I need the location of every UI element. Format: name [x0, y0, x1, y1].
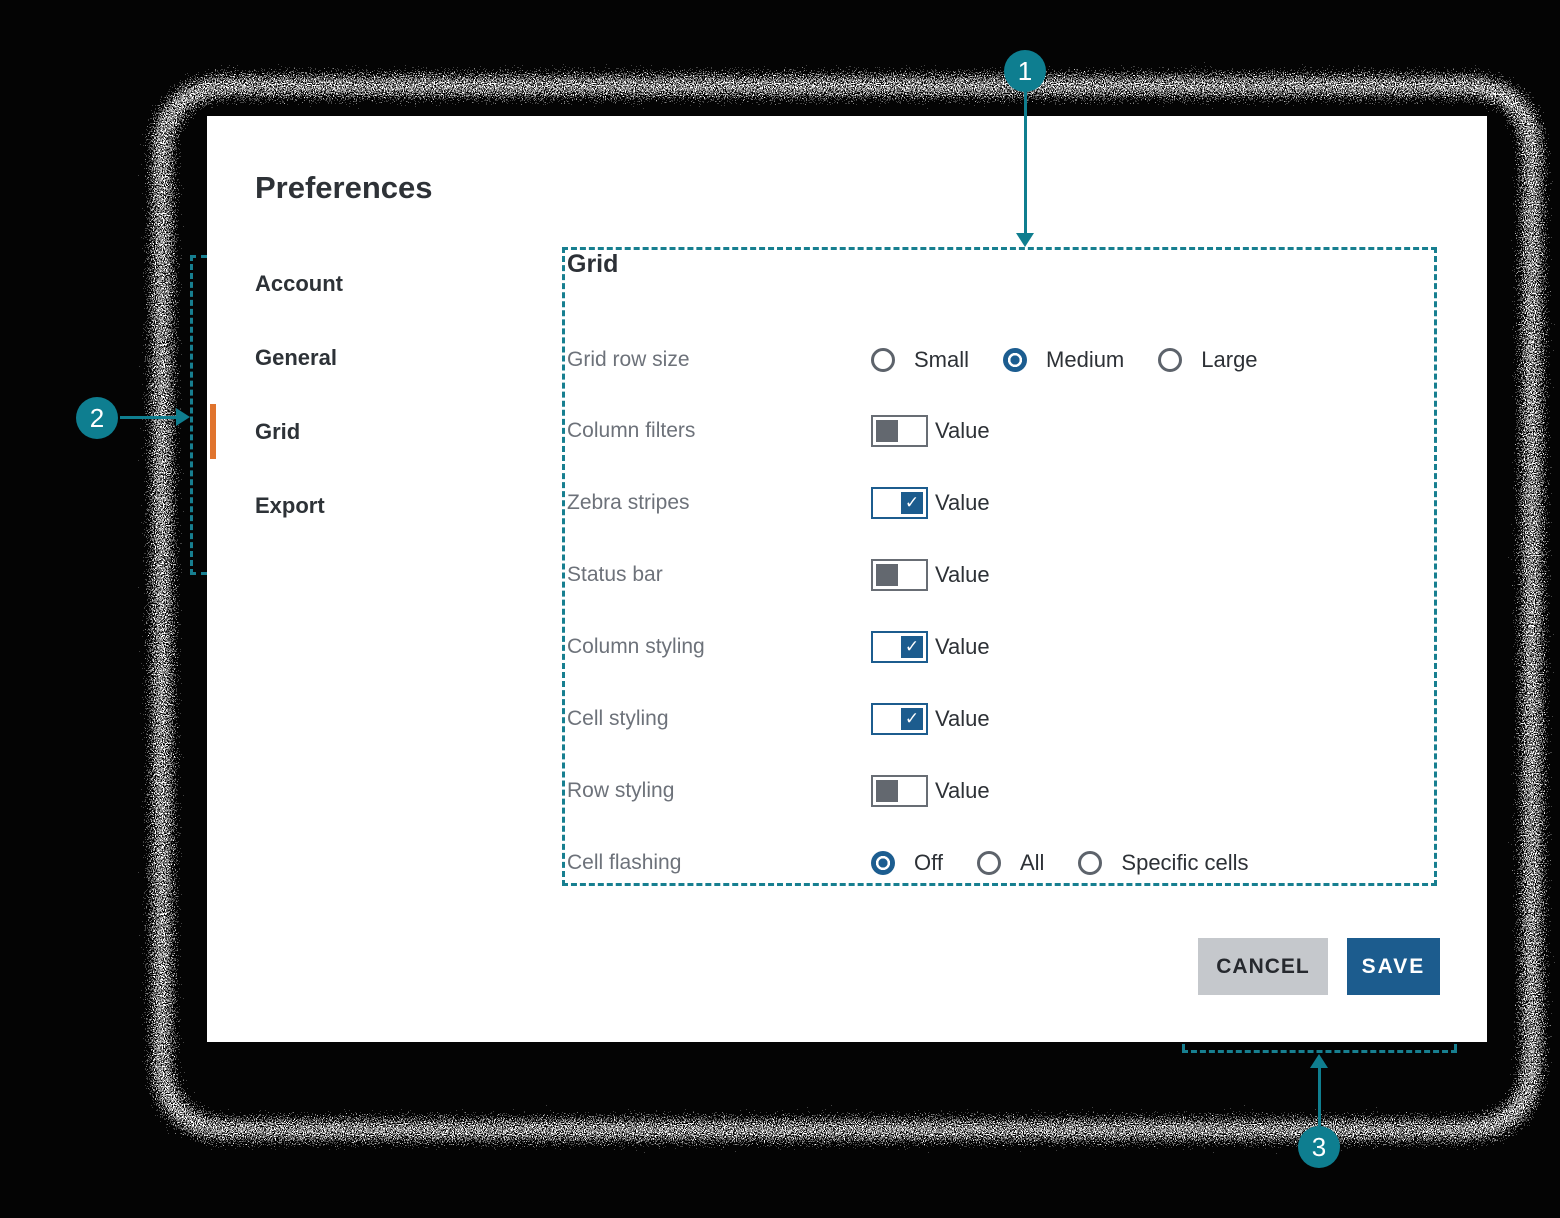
toggle-switch-off[interactable] [871, 559, 928, 591]
cancel-button[interactable]: CANCEL [1198, 938, 1328, 995]
radio-option-label: Specific cells [1121, 850, 1249, 875]
radio-option-all[interactable]: All [976, 850, 1045, 876]
toggle-knob [876, 780, 898, 802]
setting-control: Value [871, 559, 990, 591]
page-title: Preferences [255, 170, 433, 205]
setting-label: Grid row size [567, 348, 690, 371]
toggle-switch-off[interactable] [871, 415, 928, 447]
sidebar-item-export[interactable]: Export [255, 493, 325, 518]
toggle-value-label: Value [935, 562, 990, 587]
setting-control: Value [871, 775, 990, 807]
setting-label: Row styling [567, 779, 675, 802]
active-item-indicator [210, 404, 216, 459]
toggle-switch-on[interactable]: ✓ [871, 631, 928, 663]
setting-control: ✓ Value [871, 703, 990, 735]
annotation-arrowhead-3 [1310, 1054, 1328, 1068]
sidebar-item-grid[interactable]: Grid [255, 419, 301, 444]
footer-annotation-bracket [1182, 1044, 1457, 1053]
setting-label: Column filters [567, 419, 696, 442]
annotation-line-3 [1318, 1068, 1321, 1126]
annotation-marker-2: 2 [76, 397, 118, 439]
radio-option-off[interactable]: Off [871, 850, 943, 876]
annotation-line-2 [120, 416, 176, 419]
radio-selected-icon[interactable] [871, 851, 895, 875]
setting-control: Off All Specific cells [871, 850, 1283, 876]
setting-row-column-filters: Column filters Value [567, 414, 1427, 448]
radio-option-small[interactable]: Small [871, 347, 969, 373]
toggle-value-label: Value [935, 418, 990, 443]
setting-label: Column styling [567, 635, 705, 658]
radio-option-label: All [1019, 850, 1045, 875]
annotation-marker-1: 1 [1004, 50, 1046, 92]
setting-control: Value [871, 415, 990, 447]
radio-unselected-icon[interactable] [1078, 851, 1103, 875]
toggle-knob [876, 420, 898, 442]
annotation-marker-3: 3 [1298, 1126, 1340, 1168]
setting-row-cell-flashing: Cell flashing Off All Specific cells [567, 846, 1427, 880]
annotation-line-1 [1024, 92, 1027, 233]
toggle-switch-off[interactable] [871, 775, 928, 807]
toggle-value-label: Value [935, 634, 990, 659]
toggle-checkmark-icon: ✓ [901, 708, 923, 730]
radio-option-label: Off [914, 850, 943, 875]
annotation-arrowhead-1 [1016, 233, 1034, 247]
radio-unselected-icon[interactable] [976, 851, 1001, 875]
setting-control: ✓ Value [871, 631, 990, 663]
toggle-checkmark-icon: ✓ [901, 636, 923, 658]
setting-label: Cell styling [567, 707, 669, 730]
sidebar-annotation-bracket [190, 255, 207, 575]
sidebar-item-account[interactable]: Account [255, 271, 343, 296]
toggle-value-label: Value [935, 778, 990, 803]
toggle-value-label: Value [935, 490, 990, 515]
panel-title: Grid [567, 250, 619, 278]
setting-row-grid-row-size: Grid row size Small Medium Large [567, 343, 1427, 377]
radio-option-medium[interactable]: Medium [1003, 347, 1124, 373]
radio-option-label: Medium [1046, 347, 1125, 372]
setting-label: Zebra stripes [567, 491, 690, 514]
toggle-knob [876, 564, 898, 586]
setting-row-zebra-stripes: Zebra stripes ✓ Value [567, 486, 1427, 520]
toggle-checkmark-icon: ✓ [901, 492, 923, 514]
toggle-switch-on[interactable]: ✓ [871, 487, 928, 519]
setting-row-column-styling: Column styling ✓ Value [567, 630, 1427, 664]
radio-selected-icon[interactable] [1003, 348, 1028, 372]
setting-control: Small Medium Large [871, 347, 1292, 373]
radio-option-large[interactable]: Large [1158, 347, 1258, 373]
radio-option-label: Small [914, 347, 970, 372]
radio-unselected-icon[interactable] [871, 348, 895, 372]
setting-control: ✓ Value [871, 487, 990, 519]
save-button[interactable]: SAVE [1347, 938, 1440, 995]
radio-unselected-icon[interactable] [1158, 348, 1183, 372]
setting-label: Status bar [567, 563, 663, 586]
setting-row-cell-styling: Cell styling ✓ Value [567, 702, 1427, 736]
sidebar-item-general[interactable]: General [255, 345, 337, 370]
annotation-arrowhead-2 [176, 408, 190, 426]
radio-option-label: Large [1201, 347, 1258, 372]
setting-label: Cell flashing [567, 851, 682, 874]
toggle-switch-on[interactable]: ✓ [871, 703, 928, 735]
radio-option-specific-cells[interactable]: Specific cells [1078, 850, 1249, 876]
toggle-value-label: Value [935, 706, 990, 731]
setting-row-status-bar: Status bar Value [567, 558, 1427, 592]
setting-row-row-styling: Row styling Value [567, 774, 1427, 808]
